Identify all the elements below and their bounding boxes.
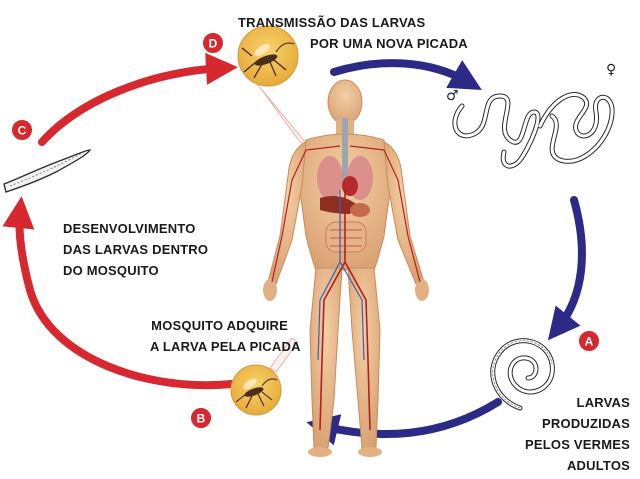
svg-text:B: B — [197, 412, 206, 426]
step-badge-a: A — [577, 329, 601, 353]
step-c-label: DESENVOLVIMENTO DAS LARVAS DENTRO DO MOS… — [63, 218, 208, 281]
arrow-adults-to-a — [547, 196, 586, 341]
svg-text:D: D — [209, 37, 218, 51]
step-c-line: DAS LARVAS DENTRO — [63, 242, 209, 257]
arrow-d-to-adults — [330, 59, 482, 91]
step-badge-c: C — [10, 118, 34, 142]
step-a-line: LARVAS — [576, 395, 630, 410]
step-badge-b: B — [189, 406, 213, 430]
step-d-line: TRANSMISSÃO DAS LARVAS — [238, 15, 426, 30]
arrow-c-to-d — [38, 52, 238, 146]
arrow-b-to-c — [2, 196, 236, 390]
adult-worm-icon-inner — [453, 93, 614, 168]
step-a-label: LARVAS PRODUZIDAS PELOS VERMES ADULTOS — [508, 392, 630, 476]
svg-text:C: C — [18, 124, 27, 138]
svg-text:A: A — [585, 335, 594, 349]
step-c-line: DESENVOLVIMENTO — [63, 221, 196, 236]
mosquito-icon — [230, 364, 282, 416]
step-c-line: DO MOSQUITO — [63, 263, 159, 278]
mosquito-icon — [237, 25, 299, 87]
coiled-larva-icon — [490, 338, 555, 411]
step-b-line: MOSQUITO ADQUIRE — [151, 318, 288, 333]
step-d-line: POR UMA NOVA PICADA — [310, 36, 468, 51]
human-anatomy-figure — [263, 79, 429, 457]
arrow-a-to-b — [306, 398, 502, 446]
step-a-line: PRODUZIDAS — [542, 416, 630, 431]
step-d-label: TRANSMISSÃO DAS LARVAS POR UMA NOVA PICA… — [238, 12, 468, 54]
female-symbol: ♀ — [606, 62, 616, 78]
step-a-line: PELOS VERMES — [525, 437, 630, 452]
step-b-label: MOSQUITO ADQUIRE A LARVA PELA PICADA — [150, 315, 301, 357]
step-badge-d: D — [201, 31, 225, 55]
step-b-line: A LARVA PELA PICADA — [150, 339, 301, 354]
larva-icon — [3, 149, 92, 193]
male-symbol: ♂ — [446, 88, 459, 104]
step-a-line: ADULTOS — [566, 458, 630, 473]
